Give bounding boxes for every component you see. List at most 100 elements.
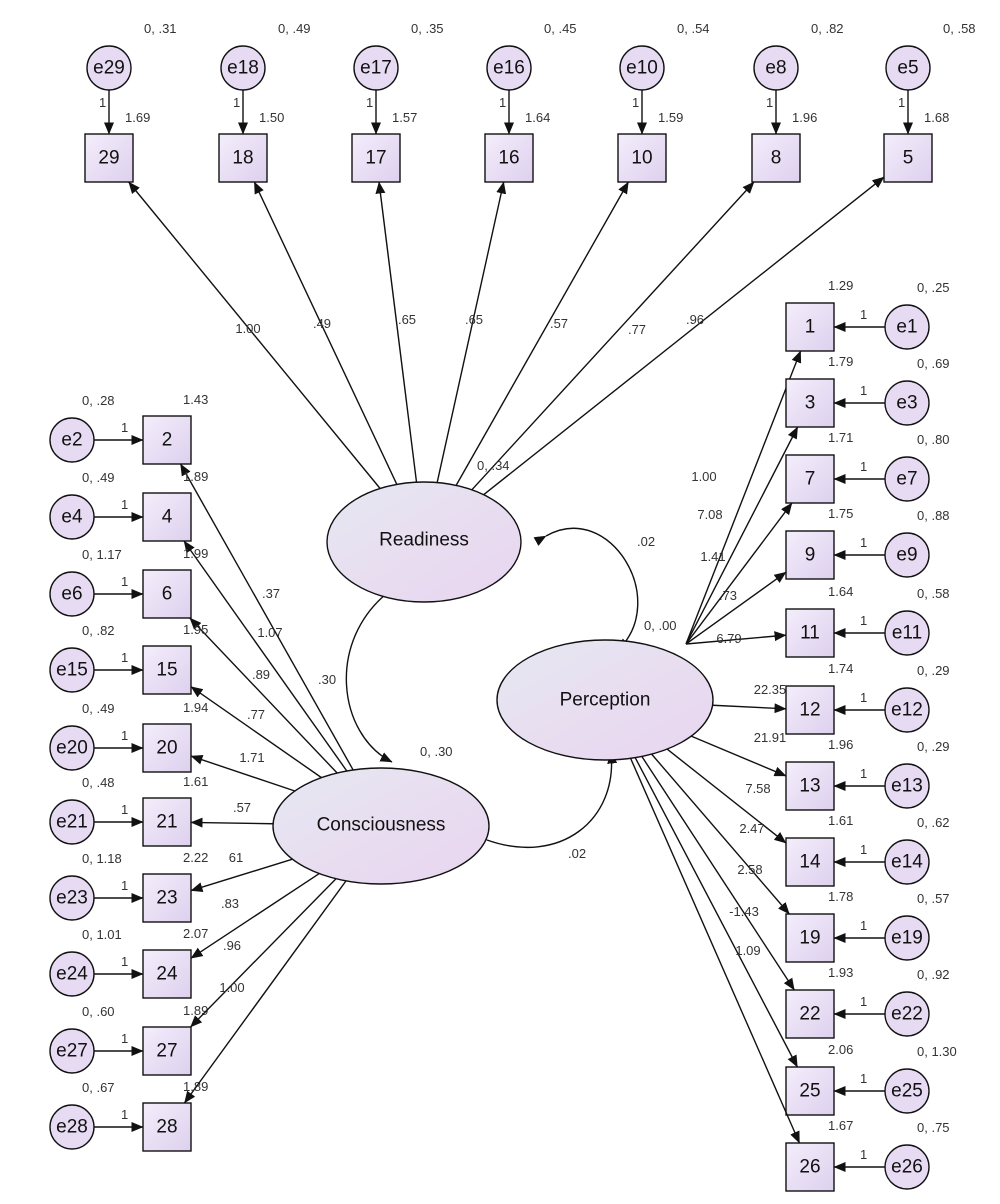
observed-item-box [785, 530, 835, 580]
intercept-label: 1.61 [183, 774, 208, 789]
fixed-path-label: 1 [860, 613, 867, 628]
loading-label: .65 [398, 312, 416, 327]
observed-item-box [785, 1066, 835, 1116]
error-variance-label: 0, .69 [917, 356, 950, 371]
loading-arrow [190, 873, 320, 959]
error-variance-label: 0, .29 [917, 739, 950, 754]
observed-item-label: 2 [162, 430, 173, 451]
loading-label: 6.79 [716, 631, 741, 646]
error-term-label: e25 [891, 1081, 923, 1102]
loading-label: .96 [223, 938, 241, 953]
loading-label: 2.58 [737, 862, 762, 877]
error-variance-label: 0, .58 [917, 586, 950, 601]
observed-item-box [785, 454, 835, 504]
error-term-label: e24 [56, 964, 88, 985]
loading-label: .77 [628, 322, 646, 337]
fixed-path-label: 1 [860, 842, 867, 857]
error-term-label: e4 [61, 507, 83, 528]
latent-readiness: Readiness [326, 481, 522, 603]
error-term-label: e28 [56, 1117, 88, 1138]
observed-item-label: 4 [162, 507, 173, 528]
intercept-label: 1.43 [183, 392, 208, 407]
loading-arrow [651, 753, 790, 915]
observed-item-label: 21 [156, 812, 177, 833]
loading-label: 1.00 [691, 469, 716, 484]
fixed-path-label: 1 [898, 95, 905, 110]
error-variance-label: 0, .67 [82, 1080, 115, 1095]
loading-arrow [712, 703, 787, 714]
fixed-path-label: 1 [121, 802, 128, 817]
loading-arrow [685, 426, 799, 645]
intercept-label: 1.89 [183, 1003, 208, 1018]
covariance-label: .02 [568, 846, 586, 861]
loading-label: .65 [465, 312, 483, 327]
fixed-path-label: 1 [860, 383, 867, 398]
latent-consciousness: Consciousness [272, 767, 490, 885]
intercept-label: 1.64 [828, 584, 853, 599]
loading-label: 1.71 [239, 750, 264, 765]
fixed-path-label: 1 [121, 650, 128, 665]
fixed-path-label: 1 [121, 728, 128, 743]
intercept-label: 1.64 [525, 110, 550, 125]
fixed-path-label: 1 [632, 95, 639, 110]
loading-arrow [190, 817, 274, 828]
intercept-label: 1.78 [828, 889, 853, 904]
error-term-label: e27 [56, 1041, 88, 1062]
error-term-label: e2 [61, 430, 82, 451]
loading-arrow [455, 181, 629, 486]
intercept-label: 1.68 [924, 110, 949, 125]
error-variance-label: 0, .48 [82, 775, 115, 790]
error-term-label: e5 [897, 58, 918, 79]
intercept-label: 1.93 [828, 965, 853, 980]
fixed-path-label: 1 [499, 95, 506, 110]
loading-arrow [685, 631, 787, 645]
error-term-label: e15 [56, 660, 88, 681]
fixed-path-label: 1 [860, 307, 867, 322]
error-variance-label: 0, .80 [917, 432, 950, 447]
observed-item-label: 17 [365, 148, 386, 169]
observed-item-label: 24 [156, 964, 178, 985]
fixed-path-label: 1 [860, 690, 867, 705]
fixed-path-label: 1 [860, 535, 867, 550]
intercept-label: 1.96 [828, 737, 853, 752]
error-term-label: e20 [56, 738, 88, 759]
intercept-label: 1.75 [828, 506, 853, 521]
observed-item-box [785, 913, 835, 963]
loading-arrow [128, 181, 381, 489]
loading-arrow [629, 758, 801, 1144]
error-variance-label: 0, .60 [82, 1004, 115, 1019]
observed-item-box [751, 133, 801, 183]
intercept-label: 1.79 [828, 354, 853, 369]
loading-arrow [183, 880, 347, 1104]
observed-item-box [84, 133, 134, 183]
loading-arrow [634, 757, 799, 1068]
observed-item-label: 3 [805, 393, 816, 414]
observed-item-box [142, 492, 192, 542]
observed-item-label: 8 [771, 148, 782, 169]
observed-item-box [785, 608, 835, 658]
fixed-path-label: 1 [121, 1031, 128, 1046]
error-term-label: e9 [896, 545, 917, 566]
observed-item-box [142, 645, 192, 695]
fixed-path-label: 1 [121, 878, 128, 893]
fixed-path-label: 1 [766, 95, 773, 110]
observed-item-label: 26 [799, 1157, 820, 1178]
latent-variance: 0, .30 [420, 744, 453, 759]
fixed-path-label: 1 [121, 574, 128, 589]
intercept-label: 2.22 [183, 850, 208, 865]
error-variance-label: 0, .28 [82, 393, 115, 408]
error-variance-label: 0, .35 [411, 21, 444, 36]
intercept-label: 1.96 [792, 110, 817, 125]
error-term-label: e23 [56, 888, 88, 909]
error-variance-label: 0, .25 [917, 280, 950, 295]
error-variance-label: 0, .54 [677, 21, 710, 36]
loading-label: 1.00 [235, 321, 260, 336]
error-term-label: e17 [360, 58, 392, 79]
loading-arrow [183, 540, 348, 772]
observed-item-box [142, 873, 192, 923]
loading-label: 22.35 [754, 682, 787, 697]
error-term-label: e16 [493, 58, 525, 79]
intercept-label: 1.69 [125, 110, 150, 125]
loading-label: .77 [247, 707, 265, 722]
intercept-label: 2.06 [828, 1042, 853, 1057]
